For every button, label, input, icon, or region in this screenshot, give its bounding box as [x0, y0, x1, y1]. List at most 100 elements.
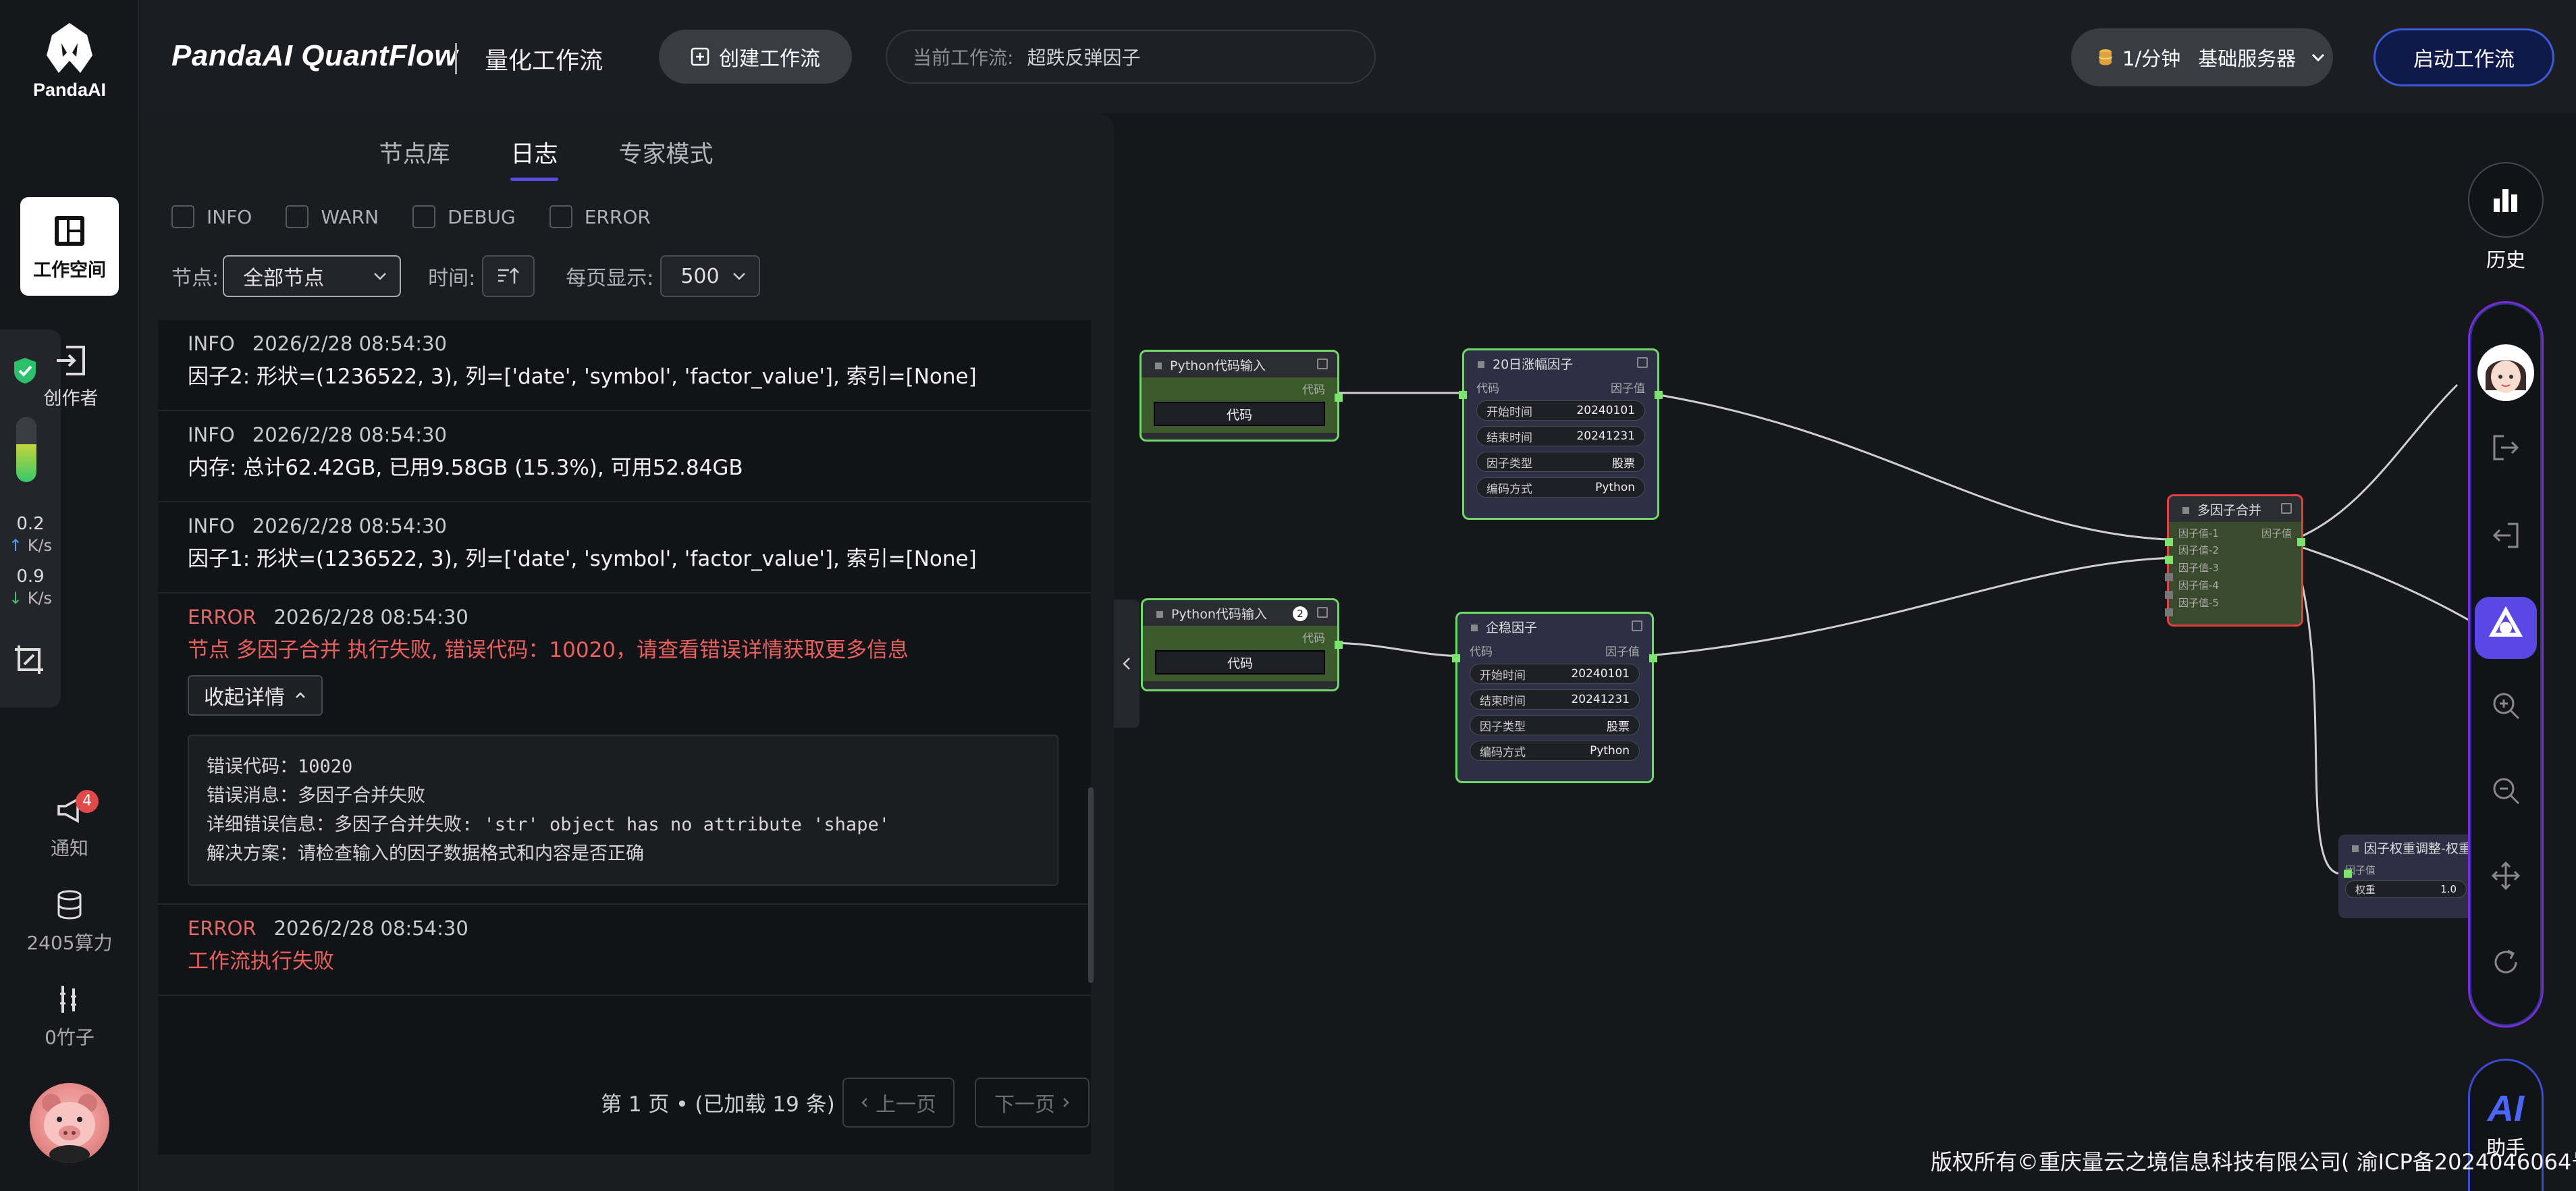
checkbox[interactable] [412, 205, 436, 228]
chevron-down-icon [2312, 53, 2325, 62]
log-scrollbar[interactable] [1088, 787, 1094, 983]
filter-info[interactable]: INFO [171, 205, 252, 228]
server-select[interactable]: 1/分钟 基础服务器 [2071, 28, 2333, 86]
log-time: 2026/2/28 08:54:30 [252, 332, 447, 355]
database-icon [57, 890, 82, 920]
assistant-avatar[interactable] [2468, 343, 2544, 402]
node-python-input-1[interactable]: Python代码输入 代码 代码 [1139, 350, 1343, 442]
app-logo[interactable]: PandaAI [0, 20, 139, 101]
factor-type-field[interactable]: 因子类型股票 [1476, 452, 1645, 472]
output-port[interactable] [1655, 391, 1663, 399]
zoom-out-button[interactable] [2468, 775, 2544, 806]
edit-icon[interactable] [2281, 503, 2292, 514]
checkbox[interactable] [171, 205, 194, 228]
input-port-5[interactable] [2165, 608, 2173, 616]
notify-count-badge: 4 [76, 790, 99, 813]
zoom-out-icon [2493, 778, 2520, 805]
creator-button[interactable]: 创作者 [41, 344, 101, 410]
status-panel: 0.2 ↑ K/s 0.9 ↓ K/s [0, 329, 61, 708]
code-button[interactable]: 代码 [1155, 650, 1325, 674]
field-value: 股票 [1612, 456, 1635, 471]
output-port[interactable] [1335, 641, 1343, 649]
pan-button[interactable] [2468, 860, 2544, 891]
history-button[interactable] [2468, 162, 2544, 238]
arrow-up-icon: ↑ [8, 536, 23, 555]
crop-icon[interactable] [11, 641, 47, 678]
bamboo-button[interactable]: 0竹子 [0, 984, 139, 1050]
compute-button[interactable]: 2405算力 [0, 890, 139, 955]
chevron-right-icon [1063, 1098, 1069, 1107]
node-select[interactable]: 全部节点 [223, 255, 402, 297]
input-port[interactable] [1452, 654, 1460, 662]
ai-assistant-button[interactable]: AI 助手 [2468, 1059, 2544, 1191]
output-port[interactable] [1649, 654, 1657, 662]
input-port-4[interactable] [2165, 591, 2173, 599]
export-button[interactable] [2468, 432, 2544, 463]
per-page-select[interactable]: 500 [660, 255, 761, 297]
checkbox[interactable] [286, 205, 309, 228]
collapse-panel-button[interactable] [1114, 600, 1139, 728]
input-port[interactable] [1459, 391, 1467, 399]
filter-error[interactable]: ERROR [549, 205, 651, 228]
auto-layout-button[interactable] [2468, 597, 2544, 659]
field-key: 权重 [2355, 883, 2376, 896]
input-label-3: 因子值-3 [2178, 561, 2219, 574]
start-workflow-button[interactable]: 启动工作流 [2373, 28, 2554, 86]
next-page-button[interactable]: 下一页 [975, 1078, 1090, 1128]
node-output-label: 因子值 [1611, 381, 1645, 396]
tab-expert-mode[interactable]: 专家模式 [618, 141, 714, 168]
workspace-label: 工作空间 [33, 260, 106, 281]
node-python-input-2[interactable]: Python代码输入 2 代码 代码 [1141, 598, 1343, 691]
create-workflow-button[interactable]: 创建工作流 [659, 30, 852, 84]
field-key: 结束时间 [1486, 431, 1532, 445]
prev-page-button[interactable]: 上一页 [842, 1078, 955, 1128]
move-icon [2491, 861, 2521, 891]
output-port[interactable] [1335, 394, 1343, 402]
edge-merge-right [2292, 543, 2471, 623]
notify-button[interactable]: 4 通知 [0, 790, 139, 861]
user-avatar[interactable] [30, 1083, 109, 1163]
code-button[interactable]: 代码 [1154, 402, 1325, 426]
factor-type-field[interactable]: 因子类型股票 [1470, 715, 1640, 735]
error-detail-line: 解决方案：请检查输入的因子数据格式和内容是否正确 [207, 843, 644, 864]
node-title: 企稳因子 [1486, 620, 1538, 635]
workspace-button[interactable]: 工作空间 [20, 197, 119, 296]
input-port-1[interactable] [2165, 538, 2173, 546]
filter-debug[interactable]: DEBUG [412, 205, 516, 228]
edit-icon[interactable] [1637, 357, 1648, 368]
edit-icon[interactable] [1317, 607, 1328, 618]
refresh-button[interactable] [2468, 947, 2544, 978]
import-button[interactable] [2468, 520, 2544, 551]
input-port-2[interactable] [2165, 556, 2173, 564]
output-port[interactable] [2297, 538, 2305, 546]
logo-text: PandaAI [32, 80, 107, 100]
time-sort-button[interactable] [482, 255, 535, 297]
collapse-details-button[interactable]: 收起详情 [188, 675, 323, 716]
tab-logs[interactable]: 日志 [510, 132, 558, 181]
tab-node-library[interactable]: 节点库 [379, 141, 450, 168]
edit-icon[interactable] [1632, 620, 1642, 631]
edit-icon[interactable] [1317, 359, 1328, 369]
current-workflow-value: 超跌反弹因子 [1027, 47, 1141, 69]
input-port-3[interactable] [2165, 573, 2173, 581]
chevron-left-icon [861, 1098, 867, 1107]
edge-merge-weight [2291, 548, 2343, 875]
current-workflow-field[interactable]: 当前工作流: 超跌反弹因子 [886, 30, 1376, 84]
filter-warn[interactable]: WARN [286, 205, 379, 228]
zoom-in-button[interactable] [2468, 690, 2544, 721]
input-port[interactable] [2344, 870, 2352, 878]
checkbox[interactable] [549, 205, 572, 228]
